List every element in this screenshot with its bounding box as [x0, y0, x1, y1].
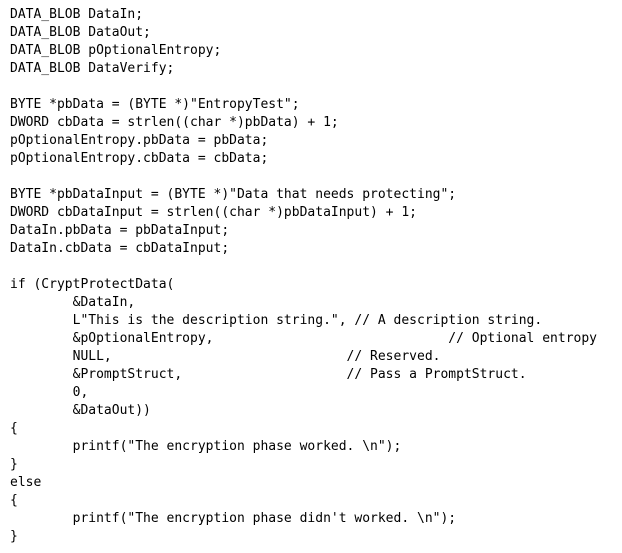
code-line: } [10, 529, 18, 544]
code-line: &PromptStruct, // Pass a PromptStruct. [10, 367, 527, 382]
code-line: L"This is the description string.", // A… [10, 313, 543, 328]
code-line: BYTE *pbDataInput = (BYTE *)"Data that n… [10, 187, 457, 202]
code-line: { [10, 493, 18, 508]
code-line: DWORD cbData = strlen((char *)pbData) + … [10, 115, 339, 130]
code-line: printf("The encryption phase didn't work… [10, 511, 457, 526]
code-line: NULL, // Reserved. [10, 349, 441, 364]
code-line: if (CryptProtectData( [10, 277, 175, 292]
code-line: DATA_BLOB DataVerify; [10, 61, 175, 76]
code-line: &DataOut)) [10, 403, 151, 418]
code-line: else [10, 475, 42, 490]
code-line: pOptionalEntropy.pbData = pbData; [10, 133, 269, 148]
code-line: 0, [10, 385, 89, 400]
code-line: DATA_BLOB pOptionalEntropy; [10, 43, 222, 58]
code-line: DataIn.cbData = cbDataInput; [10, 241, 230, 256]
code-line: } [10, 457, 18, 472]
code-line: BYTE *pbData = (BYTE *)"EntropyTest"; [10, 97, 300, 112]
code-line: pOptionalEntropy.cbData = cbData; [10, 151, 269, 166]
code-line: printf("The encryption phase worked. \n"… [10, 439, 402, 454]
code-line: DataIn.pbData = pbDataInput; [10, 223, 230, 238]
code-line: DATA_BLOB DataOut; [10, 25, 151, 40]
code-line: DATA_BLOB DataIn; [10, 7, 144, 22]
code-line: DWORD cbDataInput = strlen((char *)pbDat… [10, 205, 417, 220]
code-line: &pOptionalEntropy, // Optional entropy [10, 331, 597, 346]
code-line: &DataIn, [10, 295, 136, 310]
code-line: { [10, 421, 18, 436]
